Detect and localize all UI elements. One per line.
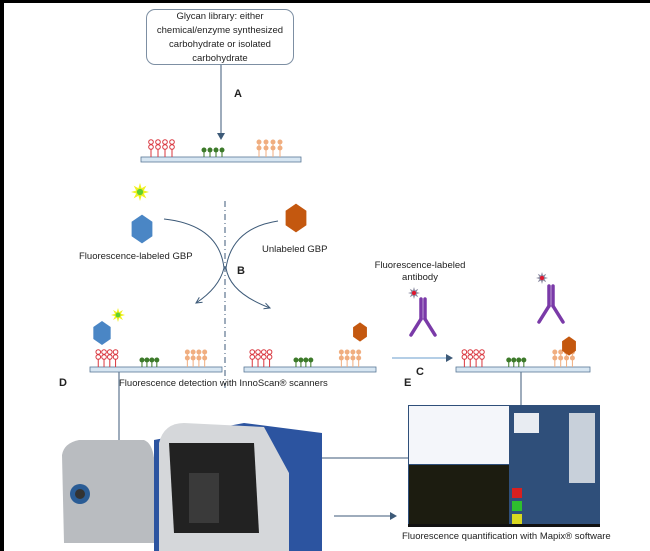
diagram-graphics	[62, 65, 600, 551]
glycan-array-slide	[243, 349, 377, 373]
arrow-b-left	[163, 218, 225, 303]
step-e-label: E	[404, 377, 412, 389]
antibody-icon	[537, 284, 565, 324]
unlabeled-gbp-label: Unlabeled GBP	[262, 244, 328, 255]
unlabeled-gbp-icon	[285, 203, 307, 233]
labeled-antibody-label: Fluorescence-labeled antibody	[374, 260, 466, 283]
bound-unlabeled-gbp-icon	[562, 336, 576, 356]
glycan-array-slide	[89, 349, 223, 373]
arrow-b-right	[225, 220, 279, 308]
mapix-software-screenshot	[408, 405, 600, 527]
antibody-icon	[409, 297, 437, 337]
step-d-label: D	[59, 377, 67, 389]
glycan-library-box: Glycan library: either chemical/enzyme s…	[146, 9, 294, 65]
innoscan-scanners-picture	[62, 423, 322, 551]
labeled-gbp-label: Fluorescence-labeled GBP	[79, 251, 193, 262]
glycan-array-slide	[140, 139, 302, 163]
step-a-label: A	[234, 88, 242, 100]
labeled-gbp-icon	[131, 214, 153, 244]
step-c-label: C	[416, 366, 424, 378]
bound-unlabeled-gbp-icon	[353, 322, 367, 342]
detection-caption: Fluorescence detection with InnoScan® sc…	[119, 378, 328, 389]
quantification-caption: Fluorescence quantification with Mapix® …	[402, 531, 611, 542]
bound-labeled-gbp-icon	[93, 321, 111, 345]
step-b-label: B	[237, 265, 245, 277]
